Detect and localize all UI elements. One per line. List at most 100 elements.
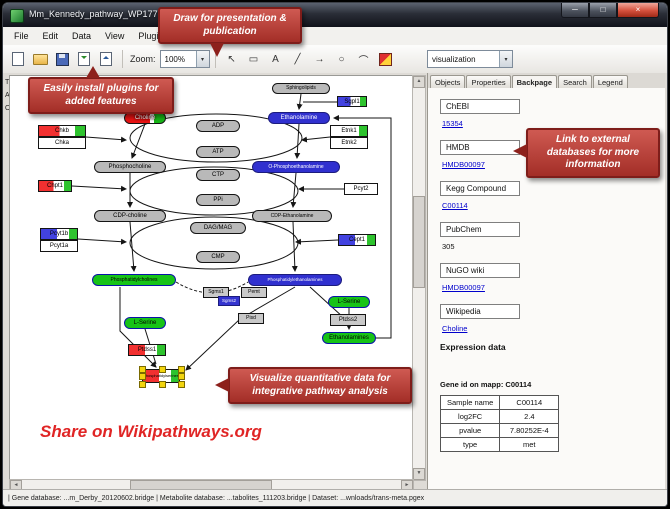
titlebar[interactable]: Mm_Kennedy_pathway_WP1771_45176.gpml ─ □… — [3, 3, 667, 27]
node-choline[interactable]: Choline — [124, 112, 166, 124]
node-pemt[interactable]: Pemt — [241, 287, 267, 298]
selection-handle[interactable] — [139, 373, 146, 380]
node-cmp[interactable]: CMP — [196, 251, 240, 263]
node-cept1[interactable]: Cept1 — [338, 234, 376, 246]
table-row: Sample name C00114 — [439, 395, 560, 410]
node-ppi[interactable]: PPi — [196, 194, 240, 206]
open-file-button[interactable] — [30, 49, 50, 69]
connector-tool[interactable]: → — [310, 49, 330, 69]
menu-file[interactable]: File — [14, 31, 29, 41]
node-phosphatidylethanolamines[interactable]: Phosphatidylethanolamines — [248, 274, 342, 286]
node-sphingolipids[interactable]: Sphingolipids — [272, 83, 330, 94]
visualization-combobox[interactable]: visualization ▾ — [427, 50, 513, 68]
table-cell: Sample name — [439, 395, 501, 410]
node-ptdss1[interactable]: Ptdss1 — [128, 344, 166, 356]
tab-backpage[interactable]: Backpage — [511, 75, 558, 89]
db-header-wikipedia: Wikipedia — [440, 304, 520, 319]
wikipedia-link[interactable]: Choline — [442, 324, 468, 333]
menu-view[interactable]: View — [105, 31, 125, 41]
selection-handle[interactable] — [159, 366, 166, 373]
line-tool[interactable]: ╱ — [288, 49, 308, 69]
menu-edit[interactable]: Edit — [42, 31, 59, 41]
color-swatch-icon — [379, 52, 393, 66]
minimize-button[interactable]: ─ — [561, 3, 589, 18]
node-ptdss2[interactable]: Ptdss2 — [330, 314, 366, 326]
scroll-down-icon[interactable]: ▼ — [413, 468, 425, 480]
new-file-button[interactable] — [8, 49, 28, 69]
nugo-link[interactable]: HMDB00097 — [442, 283, 485, 292]
vertical-scroll-thumb[interactable] — [413, 196, 425, 288]
node-phosphatidylcholines[interactable]: Phosphatidylcholines — [92, 274, 176, 286]
window-title: Mm_Kennedy_pathway_WP1771_45176.gpml — [29, 9, 215, 19]
tab-search[interactable]: Search — [558, 75, 592, 89]
app-icon — [10, 9, 24, 23]
menu-data[interactable]: Data — [72, 31, 92, 41]
node-pcyt1b[interactable]: Pcyt1b — [40, 228, 78, 240]
save-icon — [55, 52, 69, 66]
node-chkb[interactable]: Chkb — [38, 125, 86, 137]
node-pcyt2[interactable]: Pcyt2 — [344, 183, 378, 195]
node-sgms2[interactable]: Sgms2 — [218, 296, 240, 306]
node-ctp[interactable]: CTP — [196, 169, 240, 181]
datanode-tool[interactable]: ▭ — [244, 49, 264, 69]
zoom-combobox[interactable]: 100% ▾ — [159, 50, 210, 68]
selection-handle[interactable] — [178, 366, 185, 373]
hmdb-link[interactable]: HMDB00097 — [442, 160, 485, 169]
color-tool[interactable] — [376, 49, 396, 69]
node-chka[interactable]: Chka — [38, 137, 86, 149]
scroll-up-icon[interactable]: ▲ — [413, 76, 425, 88]
maximize-button[interactable]: □ — [589, 3, 617, 18]
select-tool[interactable]: ↖ — [222, 49, 242, 69]
chevron-down-icon[interactable]: ▾ — [195, 51, 209, 67]
pubchem-value: 305 — [442, 242, 455, 251]
tab-legend[interactable]: Legend — [592, 75, 628, 89]
chevron-down-icon[interactable]: ▾ — [499, 51, 512, 67]
node-sgpl1[interactable]: Sgpl1 — [337, 96, 367, 107]
save-button[interactable] — [52, 49, 72, 69]
selection-handle[interactable] — [139, 366, 146, 373]
kegg-link[interactable]: C00114 — [442, 201, 468, 210]
selection-handle[interactable] — [178, 381, 185, 388]
import-button[interactable] — [74, 49, 94, 69]
node-cdp-choline[interactable]: CDP-choline — [94, 210, 166, 222]
label-tool[interactable]: A — [266, 49, 286, 69]
node-dag-mag[interactable]: DAG/MAG — [190, 222, 246, 234]
close-button[interactable]: × — [617, 3, 659, 18]
tab-objects[interactable]: Objects — [430, 75, 466, 89]
tab-properties[interactable]: Properties — [466, 75, 511, 89]
selection-handle[interactable] — [139, 381, 146, 388]
node-l-serine-right[interactable]: L-Serine — [328, 296, 370, 308]
node-sgms1[interactable]: Sgms1 — [203, 287, 229, 298]
node-o-phosphoethanolamine[interactable]: O-Phosphoethanolamine — [252, 161, 340, 173]
oval-tool[interactable]: ○ — [332, 49, 352, 69]
node-cdp-ethanolamine[interactable]: CDP-Ethanolamine — [252, 210, 332, 222]
node-phosphocholine[interactable]: Phosphocholine — [94, 161, 166, 173]
node-chpt1[interactable]: Chpt1 — [38, 180, 72, 192]
callout-tail — [513, 144, 527, 158]
pathway-canvas[interactable]: Sphingolipids Sgpl1 Choline ADP Ethanola… — [9, 75, 413, 480]
vertical-scrollbar[interactable]: ▲ ▼ — [412, 75, 426, 481]
chebi-link[interactable]: 15354 — [442, 119, 463, 128]
side-panel-tabs: Objects Properties Backpage Search Legen… — [428, 73, 665, 90]
node-adp[interactable]: ADP — [196, 120, 240, 132]
node-pcyt1a[interactable]: Pcyt1a — [40, 240, 78, 252]
callout-text: Link to external databases for more info… — [546, 134, 640, 170]
toolbar: Zoom: 100% ▾ ↖ ▭ A ╱ → ○ ⌒ visualization… — [3, 45, 667, 74]
db-header-pubchem: PubChem — [440, 222, 520, 237]
node-l-serine-left[interactable]: L-Serine — [124, 317, 166, 329]
selection-handle[interactable] — [178, 373, 185, 380]
node-ethanolamines[interactable]: Ethanolamines — [322, 332, 376, 344]
open-folder-icon — [32, 53, 48, 65]
menu-plugins[interactable]: Plugins — [138, 31, 168, 41]
visualization-value: visualization — [432, 54, 476, 64]
node-etnk2[interactable]: Etnk2 — [330, 137, 368, 149]
node-pisd[interactable]: Pisd — [238, 313, 264, 324]
node-etnk1[interactable]: Etnk1 — [330, 125, 368, 137]
arc-tool[interactable]: ⌒ — [354, 49, 374, 69]
table-cell: type — [439, 437, 501, 452]
selection-handle[interactable] — [159, 381, 166, 388]
node-ethanolamine[interactable]: Ethanolamine — [268, 112, 330, 124]
node-atp[interactable]: ATP — [196, 146, 240, 158]
export-button[interactable] — [96, 49, 116, 69]
